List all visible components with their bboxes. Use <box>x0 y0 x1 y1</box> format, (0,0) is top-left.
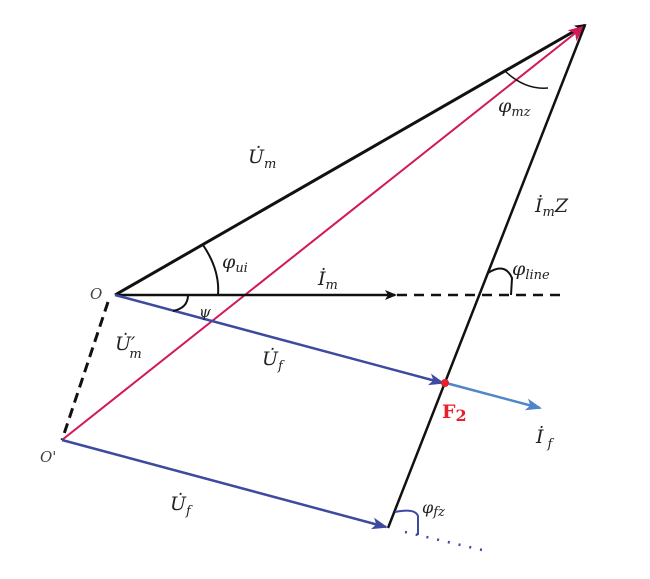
um-phasor <box>114 23 587 297</box>
angle-arc-psi <box>172 294 189 312</box>
label-um: U̇m <box>248 146 276 172</box>
label-phi-mz: φmz <box>498 95 531 120</box>
label-im: İm <box>317 267 338 293</box>
angle-arc-line <box>487 267 514 296</box>
label-uf-lower: U̇f <box>170 493 193 519</box>
label-origin-prime: O' <box>40 448 56 466</box>
red-phasor <box>61 25 585 441</box>
imz-line <box>386 24 587 529</box>
label-psi: ψ <box>199 303 211 321</box>
angle-arc-mz <box>504 70 549 89</box>
label-um-prime: U̇′m <box>115 333 142 362</box>
label-phi-line: φline <box>512 258 550 283</box>
angle-arc-fz <box>394 509 419 535</box>
label-origin: O <box>90 285 102 303</box>
uf-lower-phasor <box>61 438 388 530</box>
label-uf-upper: U̇f <box>262 348 285 374</box>
fault-point <box>441 379 449 387</box>
label-imz: İmZ <box>534 194 569 220</box>
label-phi-ui: φui <box>222 251 248 276</box>
uf-upper-phasor <box>114 293 445 386</box>
um-prime-dashed <box>60 301 110 441</box>
uf-lower-dotted <box>404 530 483 552</box>
label-phi-fz: φfz <box>422 498 445 520</box>
angle-arc-ui <box>202 244 220 296</box>
label-fault-f2: F2 <box>442 401 467 425</box>
if-phasor <box>445 381 542 411</box>
